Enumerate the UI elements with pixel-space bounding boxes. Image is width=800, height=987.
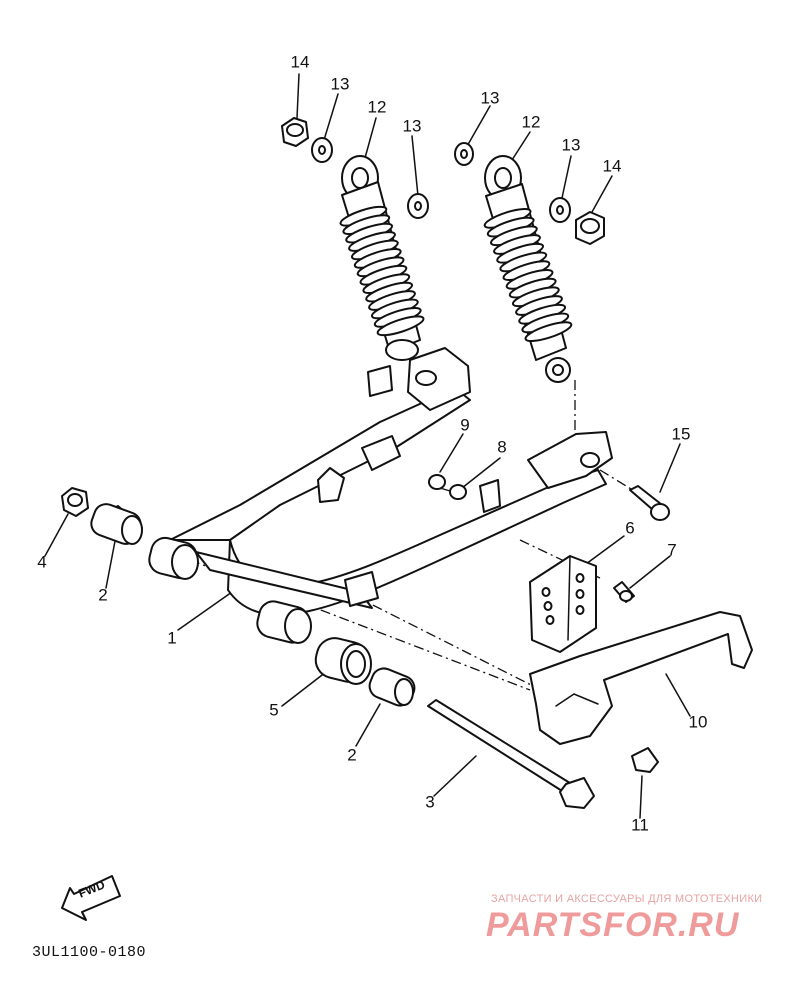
watermark-tagline: ЗАПЧАСТИ И АКСЕССУАРЫ ДЛЯ МОТОТЕХНИКИ — [491, 893, 763, 905]
callout-9: 9 — [460, 415, 470, 435]
spring-coil — [376, 315, 425, 337]
callout-15: 15 — [671, 424, 691, 444]
callout-13: 13 — [561, 135, 581, 155]
pivot-collars — [148, 536, 312, 644]
callout-6: 6 — [625, 518, 635, 538]
callout-12: 12 — [367, 97, 387, 117]
pivot-shaft — [427, 699, 595, 809]
callout-10: 10 — [688, 712, 708, 732]
spring-coil — [524, 321, 573, 343]
callout-7: 7 — [667, 540, 677, 560]
leader-lines — [44, 73, 691, 819]
shock-absorber-right — [483, 155, 573, 383]
chain-guard — [529, 611, 753, 745]
callout-13: 13 — [402, 116, 422, 136]
callout-11: 11 — [631, 815, 649, 835]
bracket-hole — [575, 589, 585, 599]
bracket-hole — [541, 587, 551, 597]
callout-2: 2 — [98, 585, 108, 605]
callout-3: 3 — [425, 792, 435, 812]
callout-2: 2 — [347, 745, 357, 765]
bracket-hole — [575, 605, 585, 615]
fwd-arrow-icon — [61, 875, 121, 921]
callout-4: 4 — [37, 552, 47, 572]
swingarm — [169, 347, 613, 616]
watermark-brand: PARTSFOR.RU — [486, 906, 740, 944]
callout-13: 13 — [330, 74, 350, 94]
callout-14: 14 — [290, 52, 310, 72]
pivot-hardware — [61, 487, 416, 707]
bracket-hole — [575, 573, 585, 583]
shock-absorber-left — [339, 155, 425, 361]
small-hardware — [428, 474, 670, 773]
callout-14: 14 — [602, 156, 622, 176]
bracket — [529, 555, 597, 653]
top-nuts-washers — [281, 117, 605, 245]
bracket-hole — [543, 601, 553, 611]
callout-1: 1 — [167, 628, 177, 648]
callout-8: 8 — [497, 437, 507, 457]
callout-5: 5 — [269, 700, 279, 720]
callout-13: 13 — [480, 88, 500, 108]
catalog-code: 3UL1100-0180 — [32, 944, 147, 961]
callout-12: 12 — [521, 112, 541, 132]
bracket-hole — [545, 615, 555, 625]
